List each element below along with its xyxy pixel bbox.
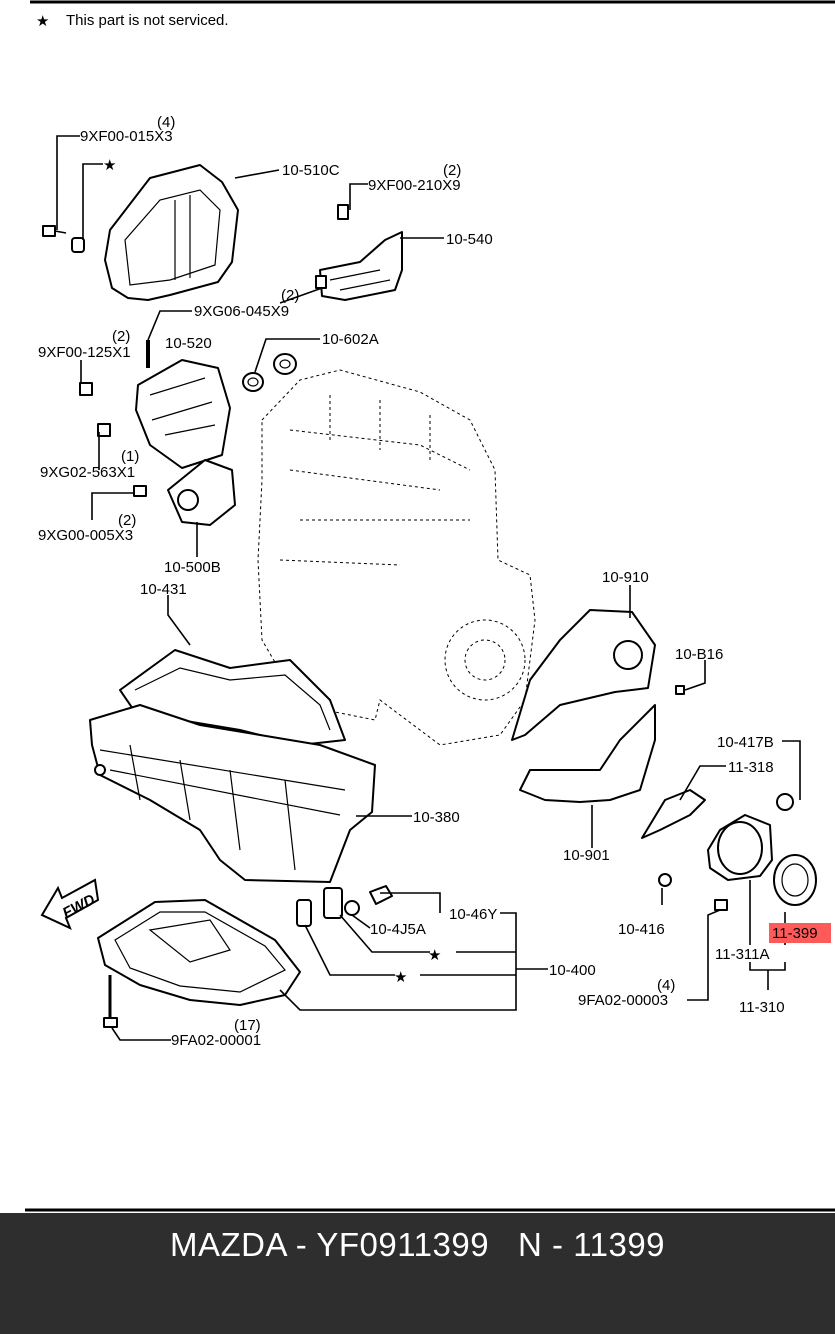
fwd-arrow-icon bbox=[40, 878, 100, 930]
qty-1: (1) bbox=[121, 448, 139, 465]
lower-block-10-380 bbox=[89, 704, 376, 883]
bolt-9xf00-015x3 bbox=[42, 225, 85, 253]
not-serviced-star: ★ bbox=[36, 13, 49, 30]
label-10-910: 10-910 bbox=[602, 569, 649, 586]
part-number-caption: MAZDA - YF0911399 N - 11399 bbox=[169, 1226, 666, 1263]
qty-2-c: (2) bbox=[112, 328, 130, 345]
qty-17: (17) bbox=[234, 1017, 261, 1034]
label-11-399: 11-399 bbox=[772, 925, 818, 942]
qty-2-b: (2) bbox=[281, 287, 299, 304]
label-10-901: 10-901 bbox=[563, 847, 610, 864]
rear-plate-10-910 bbox=[511, 609, 685, 741]
label-10-400: 10-400 bbox=[549, 962, 596, 979]
label-10-510c: 10-510C bbox=[282, 162, 340, 179]
cover-10-500b bbox=[133, 459, 236, 526]
part-labels: (4) 9XF00-015X3 ★ 10-510C (2) 9XF00-210X… bbox=[38, 114, 831, 1049]
timing-cover bbox=[104, 164, 239, 301]
label-10-602a: 10-602A bbox=[322, 331, 379, 348]
star-not-serviced-b: ★ bbox=[428, 947, 441, 964]
bolt-9fa02-00003 bbox=[714, 899, 728, 911]
star-not-serviced-a: ★ bbox=[103, 157, 116, 174]
seal-plate-11-318 bbox=[641, 789, 706, 839]
label-9xf00-210x9: 9XF00-210X9 bbox=[368, 177, 461, 194]
label-9xg02-563x1: 9XG02-563X1 bbox=[40, 464, 135, 481]
washer-10-416 bbox=[658, 873, 672, 887]
footer-bar bbox=[0, 1213, 835, 1334]
label-11-311a: 11-311A bbox=[715, 946, 770, 963]
label-10-520: 10-520 bbox=[165, 335, 212, 352]
engine-mount-10-520 bbox=[79, 340, 231, 469]
label-9fa02-00003: 9FA02-00003 bbox=[578, 992, 668, 1009]
label-9xf00-015x3: 9XF00-015X3 bbox=[80, 128, 173, 145]
exploded-parts-diagram: ★ This part is not serviced. bbox=[25, 0, 835, 1212]
label-10-b16: 10-B16 bbox=[675, 646, 723, 663]
label-9fa02-00001: 9FA02-00001 bbox=[171, 1032, 261, 1049]
highlight-box-11-399 bbox=[769, 923, 831, 943]
rear-oil-seal-11-399 bbox=[773, 854, 817, 906]
leader-lines bbox=[56, 135, 801, 1041]
qty-4-b: (4) bbox=[657, 977, 675, 994]
label-10-46y: 10-46Y bbox=[449, 906, 497, 923]
star-not-serviced-c: ★ bbox=[394, 969, 407, 986]
label-10-417b: 10-417B bbox=[717, 734, 774, 751]
label-10-500b: 10-500B bbox=[164, 559, 221, 576]
qty-4-a: (4) bbox=[157, 114, 175, 131]
label-10-4j5a: 10-4J5A bbox=[370, 921, 426, 938]
label-10-431: 10-431 bbox=[140, 581, 187, 598]
label-11-318: 11-318 bbox=[728, 759, 774, 776]
rear-oil-seal-housing-11-311a bbox=[707, 793, 794, 881]
label-10-540: 10-540 bbox=[446, 231, 493, 248]
not-serviced-note: This part is not serviced. bbox=[66, 12, 229, 29]
label-9xg00-005x3: 9XG00-005X3 bbox=[38, 527, 133, 544]
label-11-310: 11-310 bbox=[739, 999, 785, 1016]
bracket-10-540 bbox=[315, 204, 403, 301]
label-9xg06-045x9: 9XG06-045X9 bbox=[194, 303, 289, 320]
label-10-416: 10-416 bbox=[618, 921, 665, 938]
qty-2-d: (2) bbox=[118, 512, 136, 529]
rear-plate-10-901 bbox=[519, 704, 656, 803]
brackets-10-46y bbox=[296, 885, 393, 927]
engine-block-outline bbox=[257, 369, 536, 746]
label-10-380: 10-380 bbox=[413, 809, 460, 826]
oil-pan-10-400 bbox=[97, 899, 301, 1028]
qty-2-a: (2) bbox=[443, 162, 461, 179]
seals-10-602a bbox=[242, 353, 297, 392]
label-9xf00-125x1: 9XF00-125X1 bbox=[38, 344, 131, 361]
